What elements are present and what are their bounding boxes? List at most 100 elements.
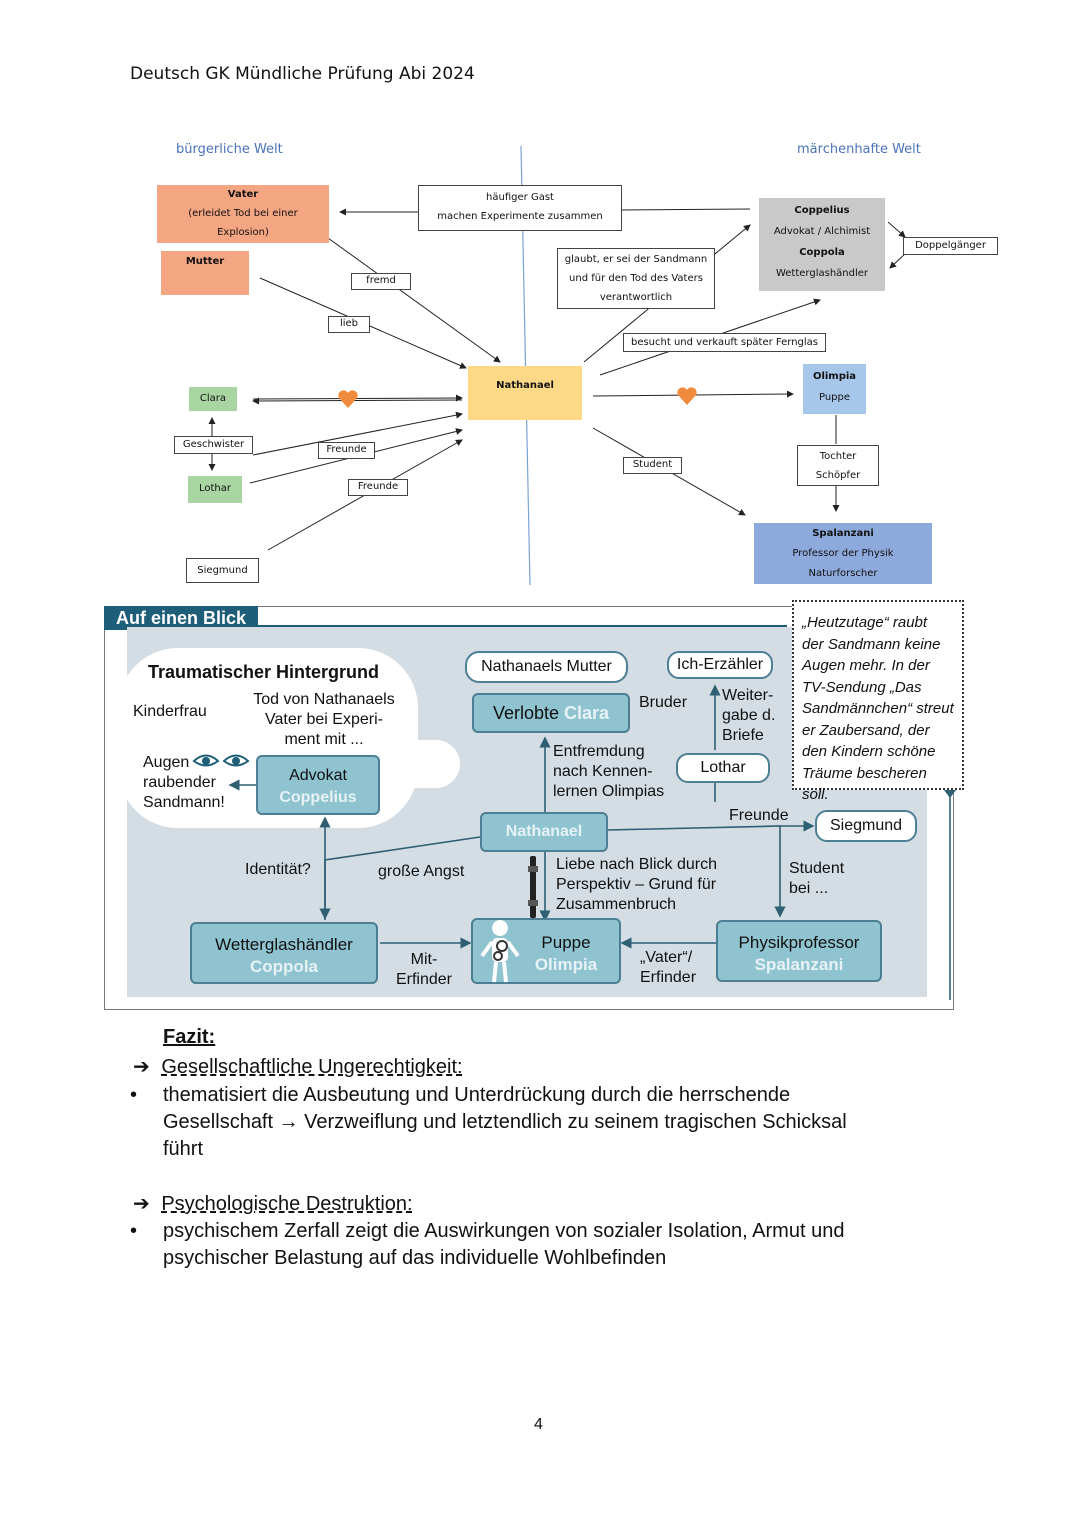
- vater-erfinder-line-1: „Vater“/: [640, 949, 693, 966]
- fazit-title: Fazit:: [163, 1026, 216, 1048]
- tod-line-2: Vater bei Experi-: [265, 711, 383, 728]
- tochter-label: Tochter Schöpfer: [797, 445, 879, 486]
- gast-line-1: häufiger Gast: [486, 192, 554, 203]
- advokat-label: Advokat: [289, 767, 347, 784]
- liebe-line-3: Zusammenbruch: [556, 896, 677, 913]
- weitergabe-text: Weiter- gabe d. Briefe: [722, 686, 775, 746]
- quote-line-7: den Kindern schöne: [802, 743, 936, 760]
- quote-line-6: er Zaubersand, der: [802, 721, 930, 739]
- weitergabe-line-2: gabe d.: [722, 707, 776, 724]
- p1-line-1: thematisiert die Ausbeutung und Unterdrü…: [163, 1084, 791, 1106]
- puppe-name: Olimpia: [534, 955, 598, 974]
- heading-2-text: Psychologische Destruktion:: [161, 1193, 413, 1215]
- arrow-right-icon: ➔: [133, 1056, 150, 1078]
- olimpia-name: Olimpia: [812, 371, 857, 382]
- lothar-box-blick: Lothar: [676, 753, 770, 783]
- vater-erfinder-line-2: Erfinder: [640, 969, 697, 986]
- identitaet-label: Identität?: [245, 861, 311, 878]
- wetterglas-name: Coppola: [250, 957, 318, 976]
- weitergabe-line-1: Weiter-: [722, 687, 774, 704]
- physik-name: Spalanzani: [754, 955, 844, 974]
- spalanzani-role-1: Professor der Physik: [792, 548, 894, 559]
- advokat-box: Advokat Coppelius: [256, 755, 380, 815]
- eyes-icon: [192, 750, 252, 772]
- fazit-heading-2: ➔ Psychologische Destruktion:: [133, 1191, 413, 1216]
- physik-label: Physikprofessor: [738, 933, 860, 952]
- p2-line-2: psychischer Belastung auf das individuel…: [163, 1247, 667, 1269]
- coppelius-box: Coppelius Advokat / Alchimist Coppola We…: [759, 198, 885, 291]
- student-label: Student: [623, 457, 682, 474]
- blick-title: Auf einen Blick: [104, 606, 258, 630]
- kinderfrau-label: Kinderfrau: [133, 703, 207, 720]
- sandmann-label: glaubt, er sei der Sandmann und für den …: [557, 248, 715, 309]
- sandmann-line-1: glaubt, er sei der Sandmann: [564, 254, 708, 265]
- freunde-label-blick: Freunde: [729, 807, 789, 824]
- vater-note-1: (erleidet Tod bei einer: [188, 208, 298, 219]
- page-number: 4: [534, 1416, 543, 1433]
- clara-box: Clara: [189, 387, 237, 411]
- verlobte-name: Clara: [564, 703, 610, 723]
- tochter-line-1: Tochter: [819, 451, 857, 462]
- verlobte-box: Verlobte Clara: [472, 693, 630, 733]
- lieb-label: lieb: [328, 316, 370, 333]
- vater-box: Vater (erleidet Tod bei einer Explosion): [157, 185, 329, 243]
- freunde-label-1: Freunde: [318, 442, 375, 459]
- page-header: Deutsch GK Mündliche Prüfung Abi 2024: [130, 64, 475, 84]
- gast-line-2: machen Experimente zusammen: [437, 211, 603, 222]
- bullet-icon: •: [130, 1084, 138, 1106]
- fazit-heading-1: ➔ Gesellschaftliche Ungerechtigkeit:: [133, 1054, 463, 1079]
- angst-label: große Angst: [378, 863, 465, 880]
- wetterglas-label: Wetterglashändler: [215, 935, 353, 954]
- spalanzani-name: Spalanzani: [812, 528, 874, 539]
- trauma-title: Traumatischer Hintergrund: [148, 662, 380, 682]
- quote-line-3: Augen mehr. In der: [802, 657, 930, 674]
- spalanzani-box: Spalanzani Professor der Physik Naturfor…: [754, 523, 932, 584]
- wetterglas-box: Wetterglashändler Coppola: [190, 922, 378, 984]
- quote-line-8: Träume bescheren soll.: [802, 764, 927, 804]
- lothar-box: Lothar: [188, 476, 242, 503]
- tochter-line-2: Schöpfer: [815, 470, 861, 481]
- verlobte-label: Verlobte: [492, 703, 559, 723]
- vater-note-2: Explosion): [217, 227, 269, 238]
- tod-line-3: ment mit ...: [284, 731, 364, 748]
- advokat-name: Coppelius: [279, 789, 357, 806]
- augen-text: Augen raubender Sandmann!: [143, 753, 225, 813]
- spyglass-icon: [526, 856, 540, 918]
- miterfinder-line-1: Mit-: [410, 951, 438, 968]
- olimpia-role: Puppe: [818, 392, 851, 403]
- tod-line-1: Tod von Nathanaels: [253, 691, 395, 708]
- tod-text: Tod von Nathanaels Vater bei Experi- men…: [248, 690, 400, 750]
- fazit-paragraph-1: thematisiert die Ausbeutung und Unterdrü…: [163, 1082, 847, 1163]
- bullet-icon: •: [130, 1220, 138, 1242]
- coppola-role: Wetterglashändler: [775, 268, 869, 279]
- puppe-label: Puppe: [541, 933, 591, 952]
- p1-line-2: Gesellschaft → Verzweiflung und letztend…: [163, 1111, 847, 1133]
- entfremdung-line-1: Entfremdung: [553, 743, 645, 760]
- augen-line-2: raubender: [143, 774, 216, 791]
- left-world-label: bürgerliche Welt: [176, 142, 283, 157]
- siegmund-label: Siegmund: [186, 558, 259, 583]
- entfremdung-line-3: lernen Olimpias: [553, 783, 665, 800]
- doppelganger-label: Doppelgänger: [903, 237, 998, 255]
- nathanael-name: Nathanael: [505, 823, 583, 840]
- fernglas-label: besucht und verkauft später Fernglas: [623, 333, 826, 352]
- sandmann-quote: „Heutzutage“ raubt der Sandmann keine Au…: [792, 600, 964, 803]
- coppelius-name: Coppelius: [794, 205, 850, 216]
- nathanael-box: Nathanael: [468, 366, 582, 420]
- blick-title-rule: [257, 625, 787, 627]
- p2-line-1: psychischem Zerfall zeigt die Auswirkung…: [163, 1220, 845, 1242]
- heading-1-text: Gesellschaftliche Ungerechtigkeit:: [161, 1056, 463, 1078]
- heart-icon-olimpia: [676, 385, 698, 407]
- entfremdung-line-2: nach Kennen-: [553, 763, 653, 780]
- bruder-label: Bruder: [639, 694, 688, 711]
- fazit-paragraph-2: psychischem Zerfall zeigt die Auswirkung…: [163, 1218, 844, 1272]
- physikprofessor-box: Physikprofessor Spalanzani: [716, 920, 882, 982]
- doll-icon: [480, 918, 520, 984]
- vater-erfinder-text: „Vater“/ Erfinder: [640, 948, 696, 988]
- augen-line-3: Sandmann!: [143, 794, 225, 811]
- olimpia-box: Olimpia Puppe: [803, 364, 866, 414]
- entfremdung-text: Entfremdung nach Kennen- lernen Olimpias: [553, 742, 664, 802]
- sandmann-line-2: und für den Tod des Vaters: [569, 273, 703, 284]
- mutter-box-blick: Nathanaels Mutter: [465, 651, 628, 683]
- liebe-line-2: Perspektiv – Grund für: [556, 876, 717, 893]
